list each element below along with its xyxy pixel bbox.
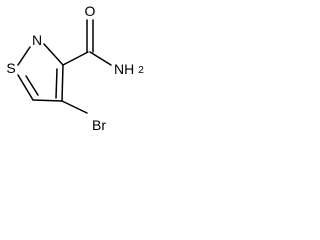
oxygen-label: O — [85, 3, 96, 19]
bond-c4-br — [61, 100, 88, 114]
sulfur-label: S — [6, 60, 15, 76]
amide-nitrogen-label: NH 2 — [114, 56, 144, 77]
bond-c3-c4 — [61, 64, 64, 102]
structure-diagram: S N O NH 2 Br — [6, 3, 144, 133]
bond-c3-c4-inner — [55, 68, 58, 99]
bond-c4-c5 — [32, 99, 63, 102]
bond-s-n — [17, 46, 31, 66]
bond-n-c3 — [43, 43, 64, 66]
amide-nh-text: NH — [114, 61, 134, 77]
ring-nitrogen-label: N — [32, 32, 42, 48]
bond-c5-s-inner — [25, 75, 39, 96]
bromine-label: Br — [92, 117, 106, 133]
amide-subscript-2: 2 — [138, 65, 144, 76]
bond-c3-carbonyl — [62, 51, 89, 66]
bond-c5-s — [17, 74, 34, 101]
bond-carbonyl-n — [89, 51, 112, 66]
